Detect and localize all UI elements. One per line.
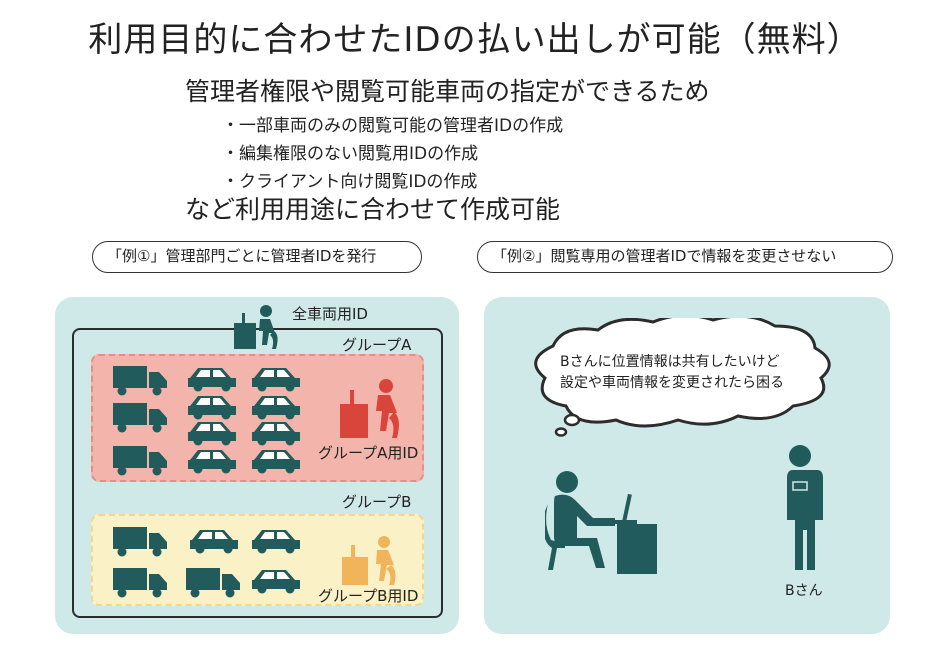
truck-icon bbox=[186, 568, 240, 598]
car-icon bbox=[190, 530, 238, 554]
truck-icon bbox=[113, 568, 167, 598]
bullet-item: ・一部車両のみの閲覧可能の管理者IDの作成 bbox=[222, 116, 564, 136]
truck-icon bbox=[113, 527, 167, 557]
bullet-item: ・編集権限のない閲覧用IDの作成 bbox=[222, 144, 479, 164]
all-vehicles-id-label: 全車両用ID bbox=[292, 305, 368, 323]
subtitle: 管理者権限や閲覧可能車両の指定ができるため bbox=[185, 77, 710, 106]
truck-icon bbox=[113, 403, 167, 433]
truck-icon bbox=[113, 366, 167, 396]
thought-line-2: 設定や車両情報を変更されたら困る bbox=[560, 375, 784, 391]
group-b-label: グループB bbox=[342, 493, 412, 511]
car-icon bbox=[188, 422, 236, 446]
car-icon bbox=[252, 570, 300, 594]
car-icon bbox=[188, 368, 236, 392]
car-icon bbox=[252, 396, 300, 420]
page-title: 利用目的に合わせたIDの払い出しが可能（無料） bbox=[88, 20, 862, 60]
bullet-list: ・一部車両のみの閲覧可能の管理者IDの作成 ・編集権限のない閲覧用IDの作成 ・… bbox=[222, 112, 563, 196]
car-icon bbox=[252, 450, 300, 474]
seated-admin-icon bbox=[545, 471, 657, 574]
person-b-label: Bさん bbox=[785, 583, 823, 599]
group-a-label: グループA bbox=[342, 336, 412, 354]
thought-text: Bさんに位置情報は共有したいけど 設定や車両情報を変更されたら困る bbox=[560, 352, 784, 394]
car-icon bbox=[188, 450, 236, 474]
car-icon bbox=[252, 422, 300, 446]
example-2-label: 「例②」閲覧専用の管理者IDで情報を変更させない bbox=[477, 241, 893, 273]
group-a-admin-icon bbox=[340, 379, 399, 438]
admin-desk-icon bbox=[234, 305, 278, 349]
group-a-id-label: グループA用ID bbox=[318, 444, 419, 462]
thought-bubble bbox=[534, 318, 831, 437]
all-vehicles-box bbox=[72, 328, 443, 618]
truck-icon bbox=[113, 446, 167, 476]
example-1-label: 「例①」管理部門ごとに管理者IDを発行 bbox=[92, 241, 422, 273]
closing-text: など利用用途に合わせて作成可能 bbox=[185, 195, 561, 224]
bullet-item: ・クライアント向け閲覧IDの作成 bbox=[222, 172, 478, 192]
thought-line-1: Bさんに位置情報は共有したいけど bbox=[560, 354, 780, 370]
group-b-admin-icon bbox=[342, 536, 396, 585]
group-b-box bbox=[91, 514, 424, 606]
car-icon bbox=[252, 530, 300, 554]
person-b-icon bbox=[783, 445, 823, 570]
car-icon bbox=[252, 368, 300, 392]
car-icon bbox=[188, 396, 236, 420]
group-b-id-label: グループB用ID bbox=[318, 587, 419, 605]
